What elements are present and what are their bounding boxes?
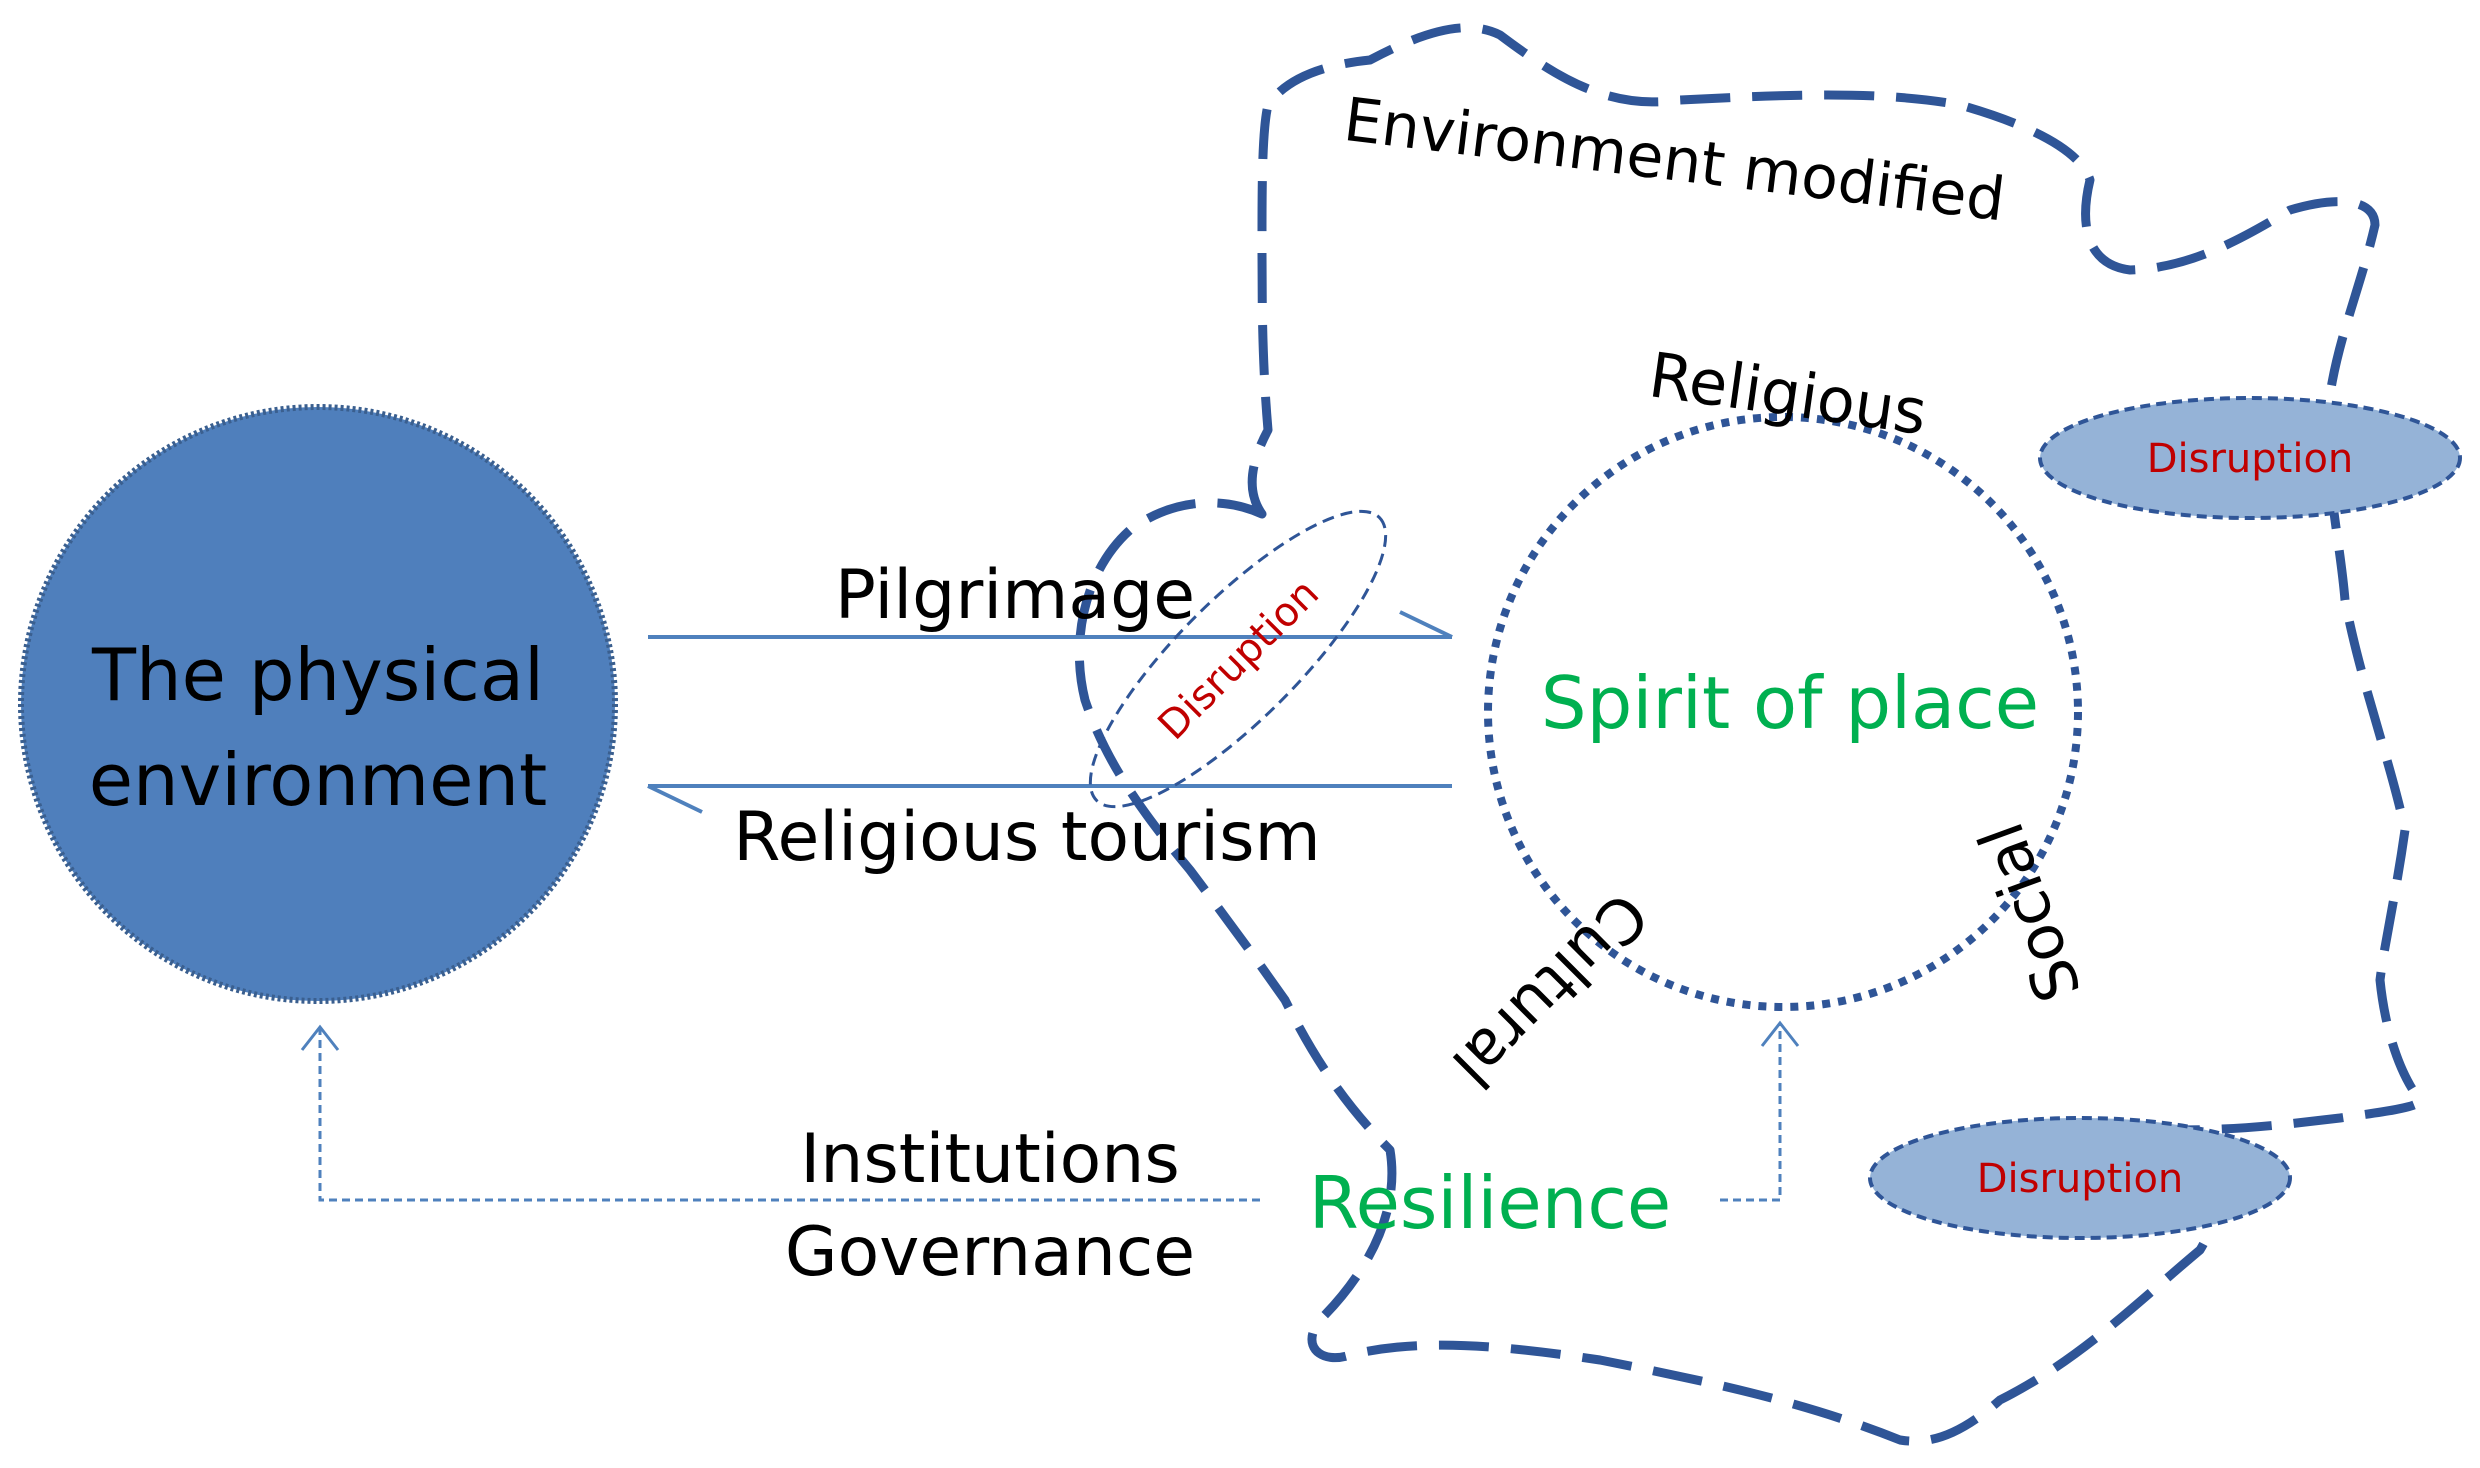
environment-modified-boundary bbox=[1074, 23, 2425, 1446]
social-label: Social bbox=[1964, 813, 2095, 1011]
disruption-right-label: Disruption bbox=[2147, 436, 2354, 482]
institutions-label: Institutions bbox=[800, 1120, 1180, 1199]
spirit-of-place-circle bbox=[1484, 413, 2082, 1011]
religious-label: Religious bbox=[1645, 338, 1931, 449]
governance-label: Governance bbox=[785, 1213, 1195, 1292]
arrow-head-icon bbox=[647, 784, 703, 814]
feedback-line-left bbox=[318, 1027, 1260, 1202]
arrow-head-icon bbox=[1399, 610, 1453, 639]
physical-environment-label-line1: The physical bbox=[91, 633, 544, 717]
pilgrimage-label: Pilgrimage bbox=[835, 556, 1195, 635]
arrow-head-icon bbox=[1760, 1020, 1800, 1047]
cultural-label: Cultural bbox=[1438, 878, 1662, 1102]
spirit-of-place-label: Spirit of place bbox=[1541, 661, 2039, 745]
disruption-right bbox=[2038, 396, 2462, 520]
religious-tourism-label: Religious tourism bbox=[733, 798, 1321, 877]
arrow-head-icon bbox=[300, 1024, 340, 1051]
disruption-bottom-label: Disruption bbox=[1977, 1156, 2184, 1202]
physical-environment-label-line2: environment bbox=[89, 738, 548, 822]
disruption-bottom bbox=[1868, 1116, 2292, 1240]
physical-environment-circle bbox=[18, 404, 618, 1004]
environment-modified-label: Environment modified bbox=[1340, 85, 2008, 236]
feedback-line-right bbox=[1720, 1023, 1782, 1202]
resilience-label: Resilience bbox=[1309, 1161, 1671, 1245]
